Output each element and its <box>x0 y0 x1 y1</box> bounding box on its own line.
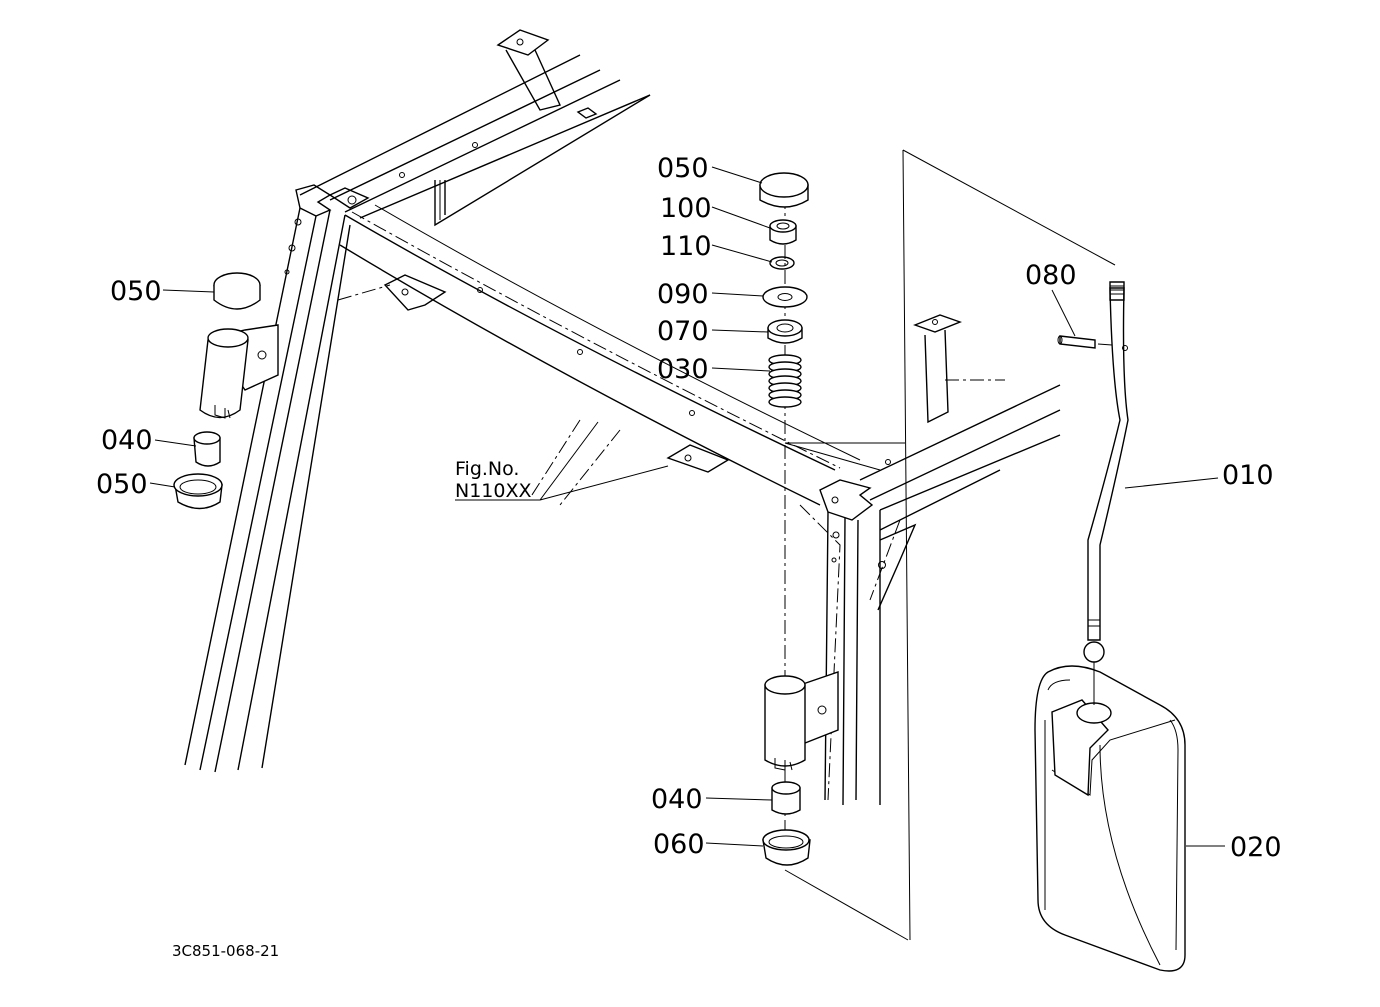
callout-070: 070 <box>657 316 709 347</box>
center-hinge-stack <box>759 172 839 866</box>
callout-010: 010 <box>1222 460 1274 491</box>
fig-ref-line1: Fig.No. <box>455 458 519 480</box>
drawing-number: 3C851-068-21 <box>172 942 279 960</box>
callout-labels: 050 040 050 050 100 110 090 070 030 040 … <box>96 153 1282 960</box>
spring-coils <box>768 354 802 408</box>
cab-frame <box>184 29 1116 941</box>
fig-ref-line2: N110XX <box>455 480 532 502</box>
callout-020: 020 <box>1230 832 1282 863</box>
callout-050-top: 050 <box>657 153 709 184</box>
callout-050-left-cap: 050 <box>110 276 162 307</box>
callout-110: 110 <box>660 231 712 262</box>
leader-lines <box>149 166 1225 847</box>
callout-040-left: 040 <box>101 425 153 456</box>
callout-100: 100 <box>660 193 712 224</box>
mirror-assembly <box>1034 281 1186 972</box>
callout-030: 030 <box>657 354 709 385</box>
callout-090: 090 <box>657 279 709 310</box>
left-hinge-assembly <box>173 272 279 510</box>
callout-060: 060 <box>653 829 705 860</box>
callout-040-right: 040 <box>651 784 703 815</box>
callout-080: 080 <box>1025 260 1077 291</box>
callout-050-left-ring: 050 <box>96 469 148 500</box>
